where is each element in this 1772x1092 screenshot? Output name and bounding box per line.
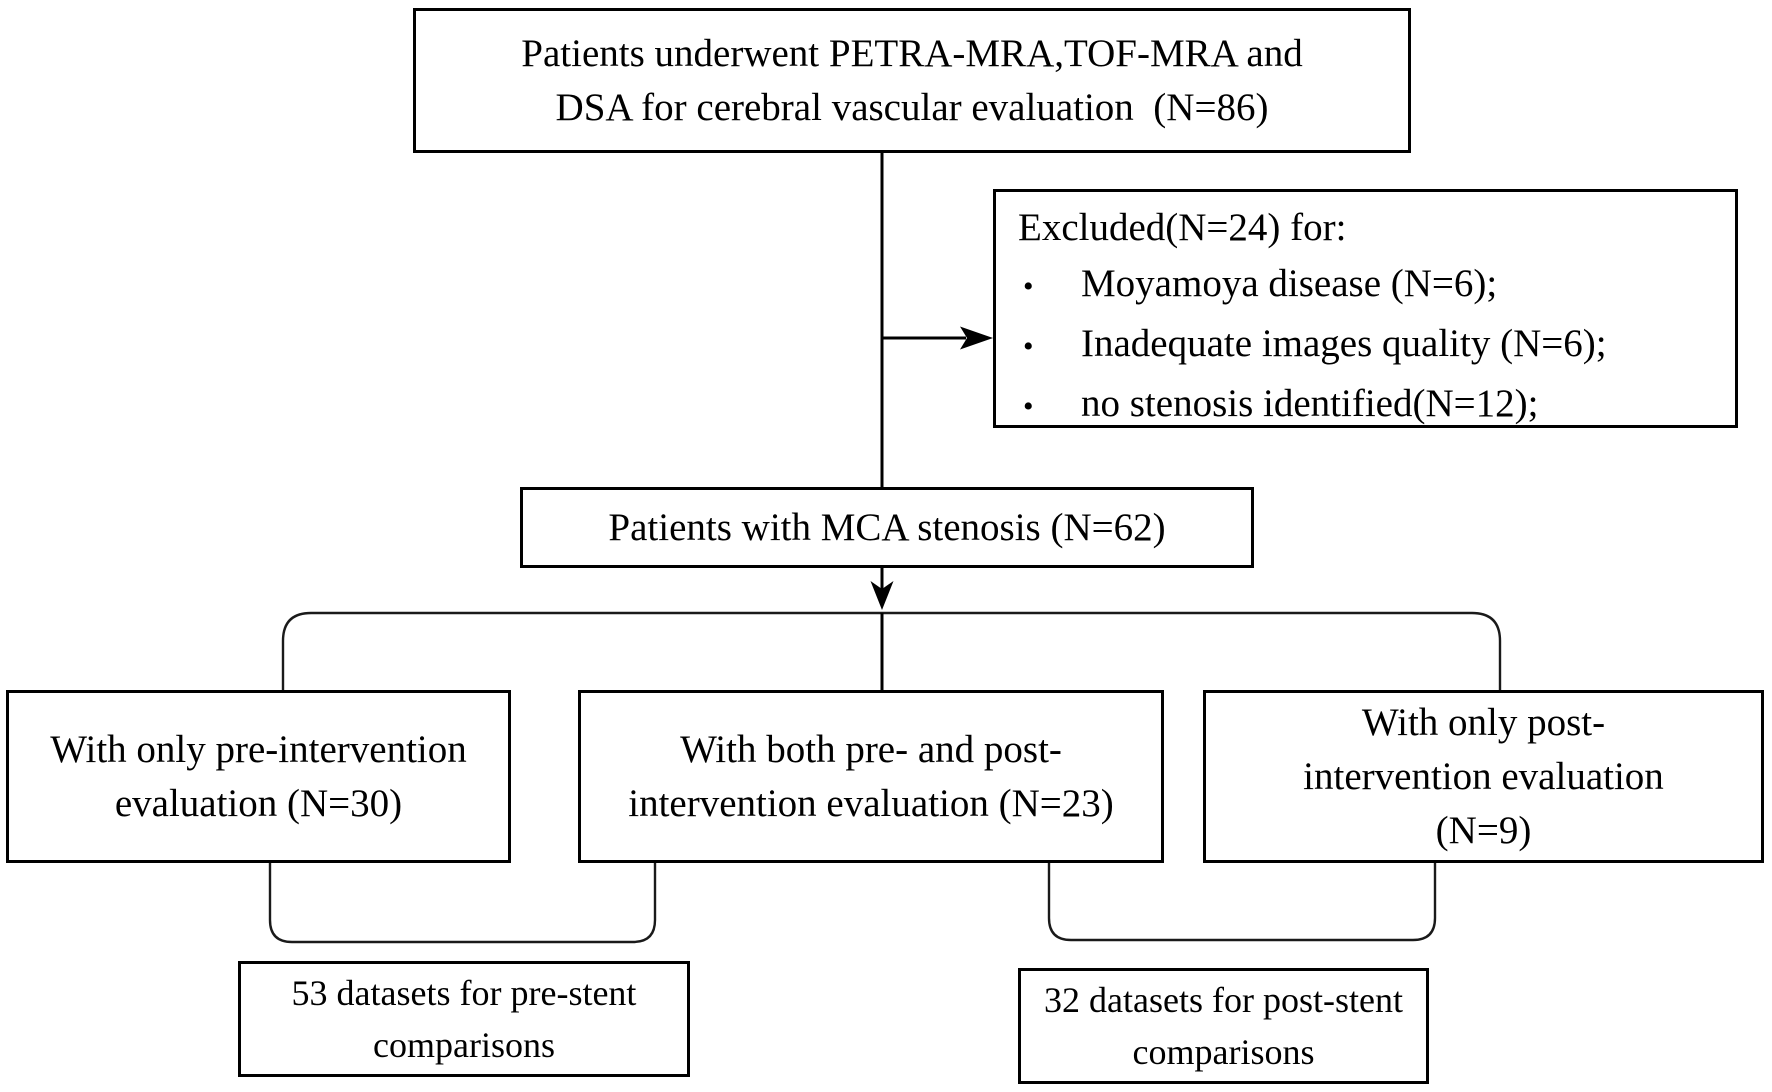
post-stent-datasets-box: 32 datasets for post-stent comparisons bbox=[1018, 968, 1429, 1084]
bullet-icon: • bbox=[1023, 390, 1034, 423]
post-only-line1: With only post- bbox=[1361, 700, 1606, 744]
arrow-down-head-icon bbox=[870, 581, 894, 610]
excluded-item: • Moyamoya disease (N=6); bbox=[996, 255, 1725, 315]
top-box-enrollment: Patients underwent PETRA-MRA,TOF-MRA and… bbox=[413, 8, 1411, 153]
excluded-item-text: no stenosis identified(N=12); bbox=[1081, 382, 1539, 425]
excluded-item-text: Inadequate images quality (N=6); bbox=[1081, 322, 1607, 365]
pre-only-box: With only pre-intervention evaluation (N… bbox=[6, 690, 511, 863]
pre-stent-datasets-box: 53 datasets for pre-stent comparisons bbox=[238, 961, 690, 1077]
pre-stent-line1: 53 datasets for pre-stent bbox=[291, 973, 637, 1013]
top-box-line1: Patients underwent PETRA-MRA,TOF-MRA and bbox=[521, 31, 1303, 75]
pre-stent-line2: comparisons bbox=[373, 1025, 555, 1065]
both-box-line1: With both pre- and post- bbox=[680, 727, 1062, 771]
excluded-item-text: Moyamoya disease (N=6); bbox=[1081, 262, 1498, 305]
bullet-icon: • bbox=[1023, 270, 1034, 303]
mca-box-text: Patients with MCA stenosis (N=62) bbox=[608, 505, 1166, 549]
post-stent-line2: comparisons bbox=[1132, 1032, 1315, 1072]
bullet-icon: • bbox=[1023, 330, 1034, 363]
brace-gather-post-stent bbox=[1047, 863, 1437, 942]
arrow-right-head-icon bbox=[960, 326, 993, 350]
excluded-item: • no stenosis identified(N=12); bbox=[996, 375, 1725, 435]
post-only-box: With only post- intervention evaluation … bbox=[1203, 690, 1764, 863]
excluded-item: • Inadequate images quality (N=6); bbox=[996, 315, 1725, 375]
top-box-line2: DSA for cerebral vascular evaluation (N=… bbox=[555, 85, 1269, 129]
both-pre-post-box: With both pre- and post- intervention ev… bbox=[578, 690, 1164, 863]
both-box-line2: intervention evaluation (N=23) bbox=[628, 781, 1114, 825]
post-only-line3: (N=9) bbox=[1435, 808, 1532, 852]
pre-only-line1: With only pre-intervention bbox=[50, 727, 467, 771]
excluded-title: Excluded(N=24) for: bbox=[1018, 206, 1347, 249]
post-only-line2: intervention evaluation bbox=[1303, 754, 1664, 798]
post-stent-line1: 32 datasets for post-stent bbox=[1044, 980, 1403, 1020]
brace-split-three bbox=[281, 611, 1502, 690]
excluded-box: Excluded(N=24) for: • Moyamoya disease (… bbox=[993, 189, 1738, 428]
pre-only-line2: evaluation (N=30) bbox=[114, 781, 403, 825]
mca-stenosis-box: Patients with MCA stenosis (N=62) bbox=[520, 487, 1254, 568]
brace-gather-pre-stent bbox=[268, 863, 657, 944]
